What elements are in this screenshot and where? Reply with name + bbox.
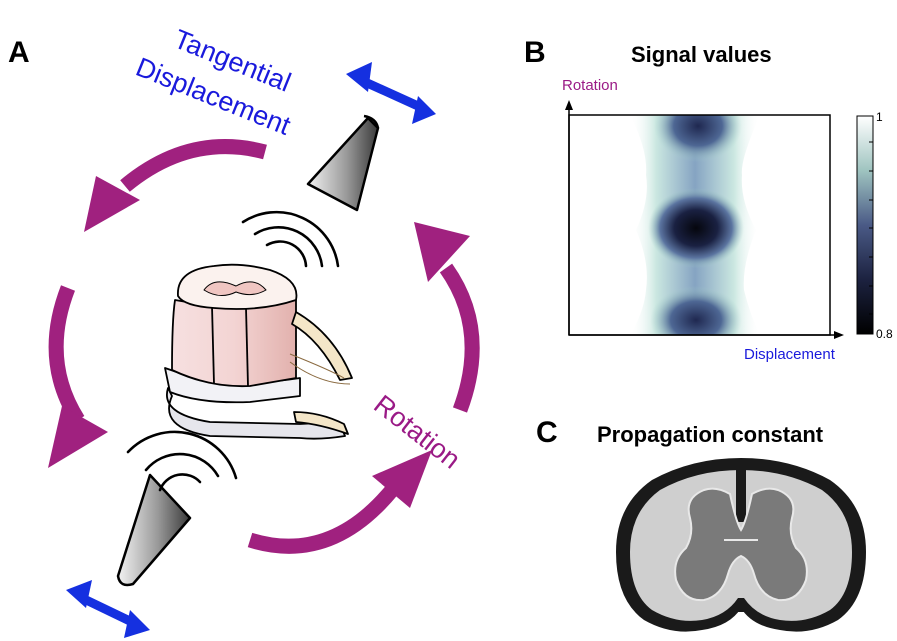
panel-c: C Propagation constant (536, 416, 866, 632)
colorbar-max-label: 1 (876, 110, 883, 124)
sound-waves-bottom-icon (126, 430, 238, 492)
spinal-cord-segment-illustration (164, 263, 353, 440)
spinal-cord-cross-section-icon (616, 458, 866, 632)
y-axis-label: Rotation (562, 77, 618, 94)
rotation-arrow-top-left (84, 139, 267, 232)
panel-b-title: Signal values (631, 42, 772, 67)
displacement-arrow-top (346, 62, 436, 124)
rotation-arrow-right (414, 222, 480, 413)
colorbar: 1 0.8 (856, 110, 893, 341)
panel-b: B Signal values Rotation Displacement (524, 36, 893, 363)
panel-a-letter: A (8, 36, 30, 69)
x-axis-arrow (569, 331, 844, 339)
panel-b-letter: B (524, 36, 546, 69)
sound-waves-top-icon (241, 210, 340, 268)
rotation-arrow-left (48, 285, 108, 468)
cone-transducer-bottom-icon (116, 473, 192, 587)
y-axis-arrow (565, 100, 573, 335)
rotation-arrow-bottom (247, 450, 432, 554)
displacement-arrow-bottom (66, 580, 150, 638)
signal-heatmap (569, 115, 830, 335)
panel-c-title: Propagation constant (597, 422, 824, 447)
cone-transducer-top-icon (306, 114, 380, 212)
panel-a: A Tangential Displacement Rotation (8, 24, 480, 638)
panel-c-letter: C (536, 416, 558, 449)
colorbar-min-label: 0.8 (876, 327, 893, 341)
x-axis-label: Displacement (744, 346, 836, 363)
